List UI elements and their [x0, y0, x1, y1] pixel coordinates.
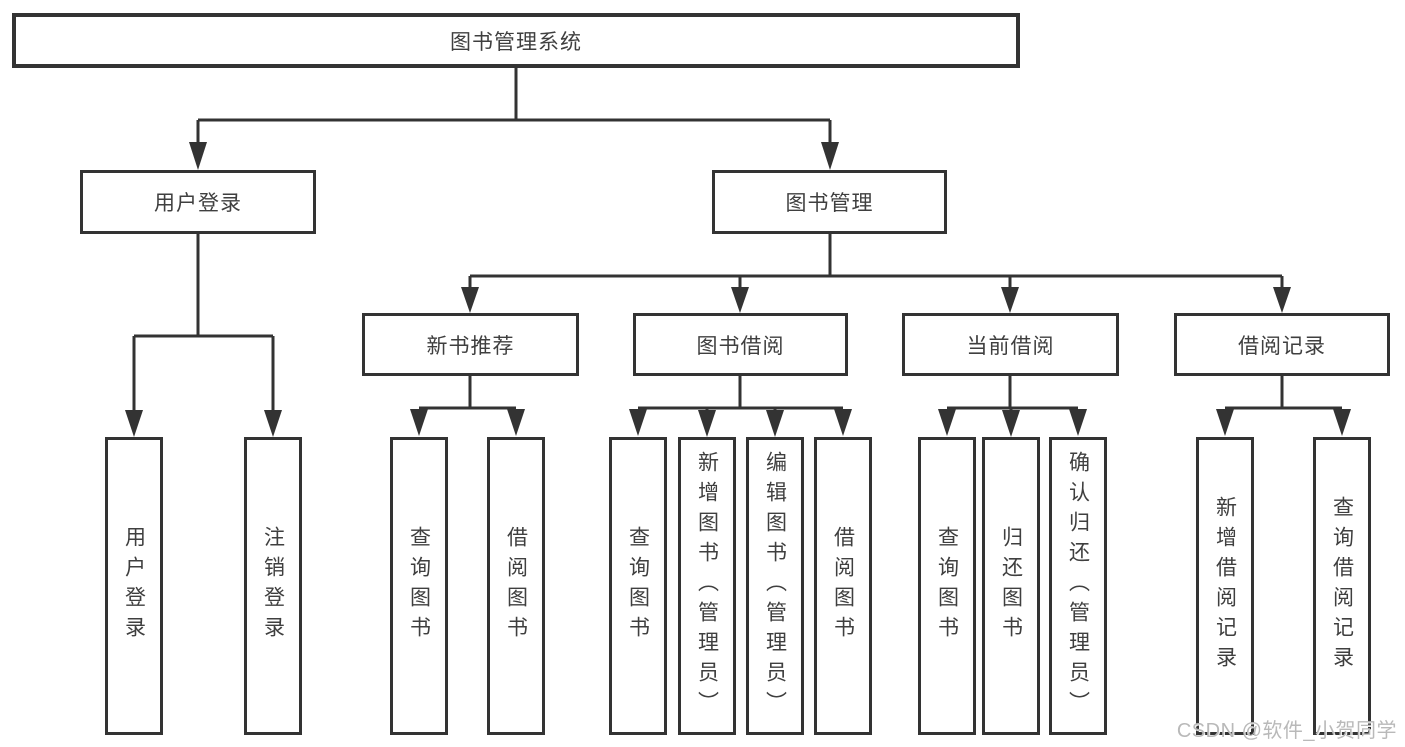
connector-borrow-record: [1225, 376, 1342, 410]
leaf-query-books-recommend-label: 查询图书: [407, 526, 431, 646]
leaf-query-books-current-label: 查询图书: [935, 526, 959, 646]
node-new-book-recommend: 新书推荐: [362, 313, 579, 376]
leaf-query-books-current: 查询图书: [918, 437, 976, 735]
connector-new-book: [419, 376, 516, 410]
leaf-user-login: 用户登录: [105, 437, 163, 735]
leaf-confirm-return-admin: 确认归还（管理员）: [1049, 437, 1107, 735]
node-book-borrow-label: 图书借阅: [696, 334, 785, 358]
node-user-login-label: 用户登录: [154, 192, 242, 215]
arrowheads: [125, 142, 1351, 437]
leaf-borrow-books-label: 借阅图书: [831, 526, 855, 646]
node-book-management: 图书管理: [712, 170, 947, 234]
connector-user-login: [132, 234, 275, 412]
node-new-book-recommend-label: 新书推荐: [426, 334, 515, 358]
node-user-login: 用户登录: [80, 170, 316, 234]
node-book-management-label: 图书管理: [785, 192, 874, 215]
leaf-query-books-borrow-label: 查询图书: [626, 526, 650, 646]
leaf-edit-books-admin-label: 编辑图书（管理员）: [763, 451, 787, 721]
connector-current-borrow: [947, 376, 1078, 411]
node-current-borrow-label: 当前借阅: [966, 334, 1055, 358]
node-current-borrow: 当前借阅: [902, 313, 1119, 376]
leaf-query-borrow-record: 查询借阅记录: [1313, 437, 1371, 735]
leaf-query-books-borrow: 查询图书: [609, 437, 667, 735]
connector-book-borrow: [638, 376, 843, 411]
leaf-borrow-books: 借阅图书: [814, 437, 872, 735]
connector-book-management: [468, 234, 1284, 289]
leaf-add-borrow-record-label: 新增借阅记录: [1213, 496, 1237, 676]
leaf-return-books: 归还图书: [982, 437, 1040, 735]
leaf-edit-books-admin: 编辑图书（管理员）: [746, 437, 804, 735]
leaf-add-borrow-record: 新增借阅记录: [1196, 437, 1254, 735]
leaf-borrow-books-recommend: 借阅图书: [487, 437, 545, 735]
node-borrow-record-label: 借阅记录: [1238, 334, 1326, 358]
node-book-borrow: 图书借阅: [633, 313, 848, 376]
node-borrow-record: 借阅记录: [1174, 313, 1390, 376]
connector-root: [196, 68, 832, 144]
leaf-query-books-recommend: 查询图书: [390, 437, 448, 735]
leaf-add-books-admin-label: 新增图书（管理员）: [695, 451, 719, 721]
csdn-watermark: CSDN @软件_小贺同学: [1176, 720, 1397, 742]
leaf-query-borrow-record-label: 查询借阅记录: [1330, 496, 1354, 676]
leaf-logout: 注销登录: [244, 437, 302, 735]
leaf-confirm-return-admin-label: 确认归还（管理员）: [1066, 451, 1090, 721]
leaf-return-books-label: 归还图书: [999, 526, 1023, 646]
node-root: 图书管理系统: [12, 13, 1020, 68]
node-root-label: 图书管理系统: [450, 30, 582, 54]
leaf-borrow-books-recommend-label: 借阅图书: [504, 526, 528, 646]
leaf-add-books-admin: 新增图书（管理员）: [678, 437, 736, 735]
leaf-user-login-label: 用户登录: [122, 526, 146, 646]
leaf-logout-label: 注销登录: [261, 526, 285, 646]
